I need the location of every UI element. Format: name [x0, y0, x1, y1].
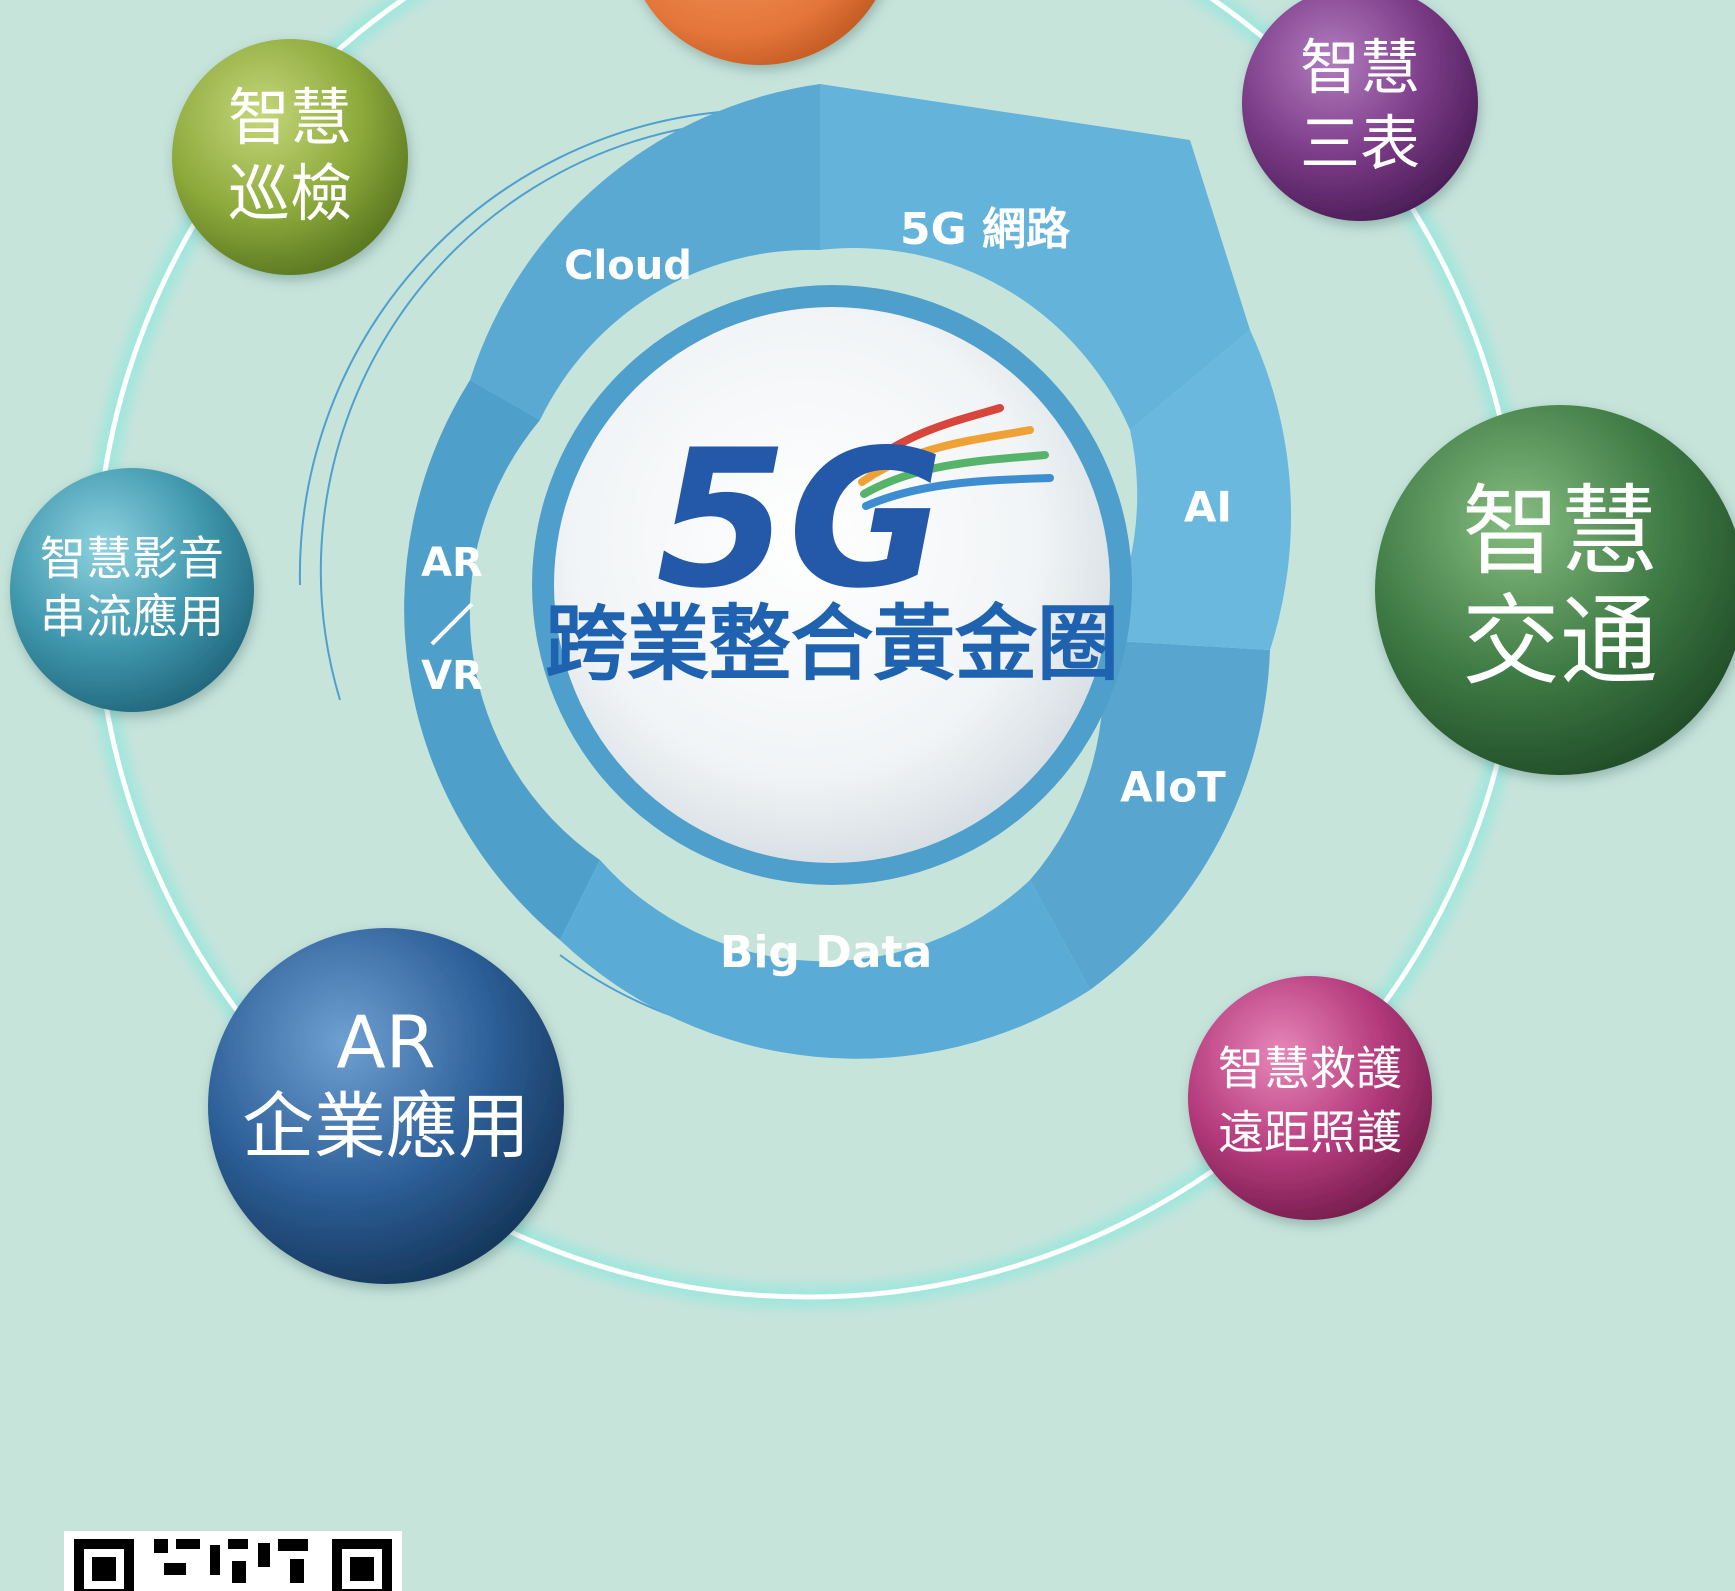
ring-label-ar: AR	[421, 540, 483, 586]
smart-care-line-2: 遠距照護	[1218, 1106, 1402, 1160]
smart-care-line-1: 智慧救護	[1218, 1042, 1402, 1096]
smart-traffic-line-1: 智慧	[1462, 475, 1658, 589]
smart-meters-line-1: 智慧	[1300, 34, 1420, 104]
ring-label-5g-network: 5G 網路	[900, 204, 1071, 255]
ring-segment-ai	[1100, 330, 1292, 650]
bubble-smart-streaming: 智慧影音 串流應用	[10, 468, 254, 712]
smart-patrol-line-1: 智慧	[228, 81, 352, 154]
smart-streaming-line-1: 智慧影音	[40, 532, 224, 586]
5g-logo-swoosh	[856, 404, 1054, 510]
smart-patrol-line-2: 巡檢	[228, 157, 352, 230]
segment-ring	[404, 84, 1292, 1059]
bubble-ar-enterprise: AR 企業應用	[208, 928, 564, 1284]
qr-code[interactable]	[64, 1531, 402, 1591]
center-logo-5g: 5G	[656, 409, 944, 630]
bubble-smart-patrol: 智慧 巡檢	[172, 39, 408, 275]
ring-segment-ar-vr	[404, 380, 600, 940]
ring-label-ai: AI	[1184, 483, 1232, 532]
center-title: 跨業整合黃金圈	[545, 597, 1119, 692]
ring-segment-aiot	[1030, 640, 1270, 990]
smart-meters-line-2: 三表	[1300, 110, 1420, 180]
smart-traffic-line-2: 交通	[1462, 585, 1658, 699]
ring-label-cloud: Cloud	[564, 243, 692, 289]
ar-enterprise-line-1: AR	[336, 1001, 435, 1085]
ring-segment-cloud	[470, 84, 820, 420]
bubble-smart-meters: 智慧 三表	[1242, 0, 1478, 221]
bubble-top-orange	[644, 0, 876, 65]
ar-enterprise-line-2: 企業應用	[242, 1085, 530, 1169]
ring-label-vr: VR	[421, 653, 483, 699]
ar-vr-divider	[430, 602, 474, 646]
bubble-smart-traffic: 智慧 交通	[1375, 405, 1735, 775]
ring-segment-5g-network	[820, 84, 1250, 430]
qr-code-pattern	[74, 1539, 392, 1591]
ring-segment-big-data	[560, 860, 1090, 1059]
ring-label-aiot: AIoT	[1120, 763, 1226, 812]
smart-streaming-line-2: 串流應用	[40, 590, 224, 644]
bubble-smart-care: 智慧救護 遠距照護	[1188, 976, 1432, 1220]
ring-label-big-data: Big Data	[720, 927, 932, 978]
